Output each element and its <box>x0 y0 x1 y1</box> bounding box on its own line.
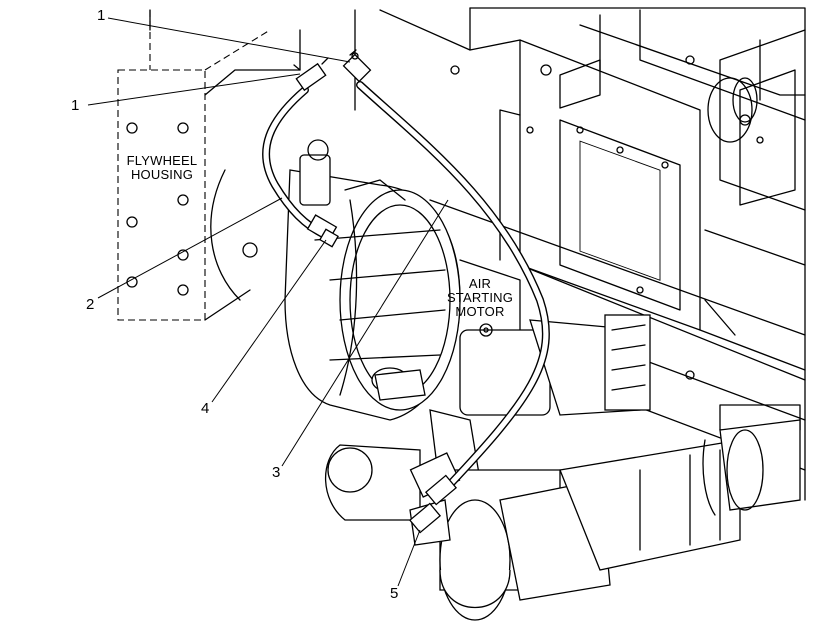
callout-5: 5 <box>390 585 399 602</box>
hose-3 <box>356 81 550 499</box>
flywheel-housing <box>117 10 301 321</box>
motor-inlet-fitting <box>306 214 339 248</box>
callout-1-upper: 1 <box>97 7 106 24</box>
hose-2 <box>262 86 329 239</box>
callout-4: 4 <box>201 400 210 417</box>
bottom-fitting <box>408 474 458 534</box>
callout-1-lower: 1 <box>71 97 80 114</box>
callout-2: 2 <box>86 296 95 313</box>
top-fittings <box>293 49 372 92</box>
flywheel-housing-label: FLYWHEEL HOUSING <box>118 154 206 182</box>
air-starting-motor-label-line2: STARTING <box>446 290 514 305</box>
lower-piping <box>324 419 801 621</box>
flywheel-housing-label-line1: FLYWHEEL <box>126 153 198 168</box>
flywheel-housing-label-line2: HOUSING <box>130 167 194 182</box>
leader-lines <box>87 17 449 587</box>
air-starting-motor-label-line3: MOTOR <box>455 304 505 319</box>
callout-3: 3 <box>272 464 281 481</box>
air-starting-motor-label-line1: AIR <box>468 276 492 291</box>
air-starting-motor-label: AIR STARTING MOTOR <box>432 277 528 319</box>
engine-block <box>149 7 806 501</box>
